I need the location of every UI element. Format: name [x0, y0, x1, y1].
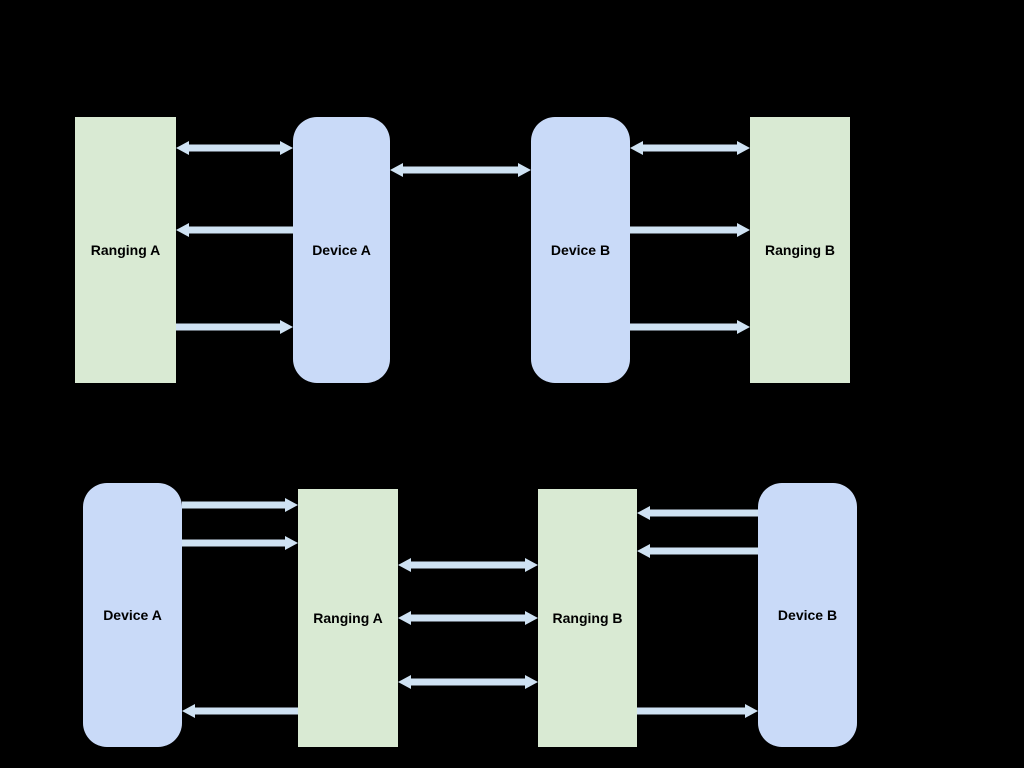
node-top-ranging-a: Ranging A — [75, 117, 176, 383]
node-top-ranging-b-label: Ranging B — [765, 241, 835, 258]
node-top-device-b: Device B — [531, 117, 630, 383]
node-top-device-b-label: Device B — [550, 241, 611, 258]
arrow-top-devicea-deviceb-bidir — [390, 163, 531, 177]
arrow-bot-ranginga-rangingb-bidir-2 — [398, 611, 538, 625]
arrow-top-devicea-to-ranginga — [176, 223, 293, 237]
arrow-top-deviceb-to-rangingb-2 — [630, 320, 750, 334]
node-bottom-device-a-label: Device A — [103, 606, 162, 623]
arrow-top-ranginga-devicea-bidir — [176, 141, 293, 155]
arrow-bot-devicea-to-ranginga-1 — [182, 498, 298, 512]
node-bottom-ranging-a: Ranging A — [298, 489, 398, 747]
arrow-bot-ranginga-to-devicea — [182, 704, 298, 718]
arrow-top-ranginga-to-devicea — [176, 320, 293, 334]
node-bottom-device-a: Device A — [83, 483, 182, 747]
node-bottom-device-b-label: Device B — [777, 606, 838, 623]
arrow-bot-ranginga-rangingb-bidir-3 — [398, 675, 538, 689]
arrow-bot-deviceb-to-rangingb-2 — [637, 544, 758, 558]
node-top-ranging-b: Ranging B — [750, 117, 850, 383]
arrow-top-deviceb-to-rangingb-1 — [630, 223, 750, 237]
arrow-bot-ranginga-rangingb-bidir-1 — [398, 558, 538, 572]
arrow-bot-devicea-to-ranginga-2 — [182, 536, 298, 550]
node-top-device-a: Device A — [293, 117, 390, 383]
node-top-ranging-a-label: Ranging A — [90, 241, 161, 258]
node-top-device-a-label: Device A — [312, 241, 371, 258]
node-bottom-ranging-b-label: Ranging B — [552, 609, 623, 626]
arrow-top-deviceb-rangingb-bidir — [630, 141, 750, 155]
arrow-bot-deviceb-to-rangingb-1 — [637, 506, 758, 520]
arrow-bot-rangingb-to-deviceb — [637, 704, 758, 718]
node-bottom-ranging-a-label: Ranging A — [313, 609, 383, 626]
node-bottom-device-b: Device B — [758, 483, 857, 747]
node-bottom-ranging-b: Ranging B — [538, 489, 637, 747]
